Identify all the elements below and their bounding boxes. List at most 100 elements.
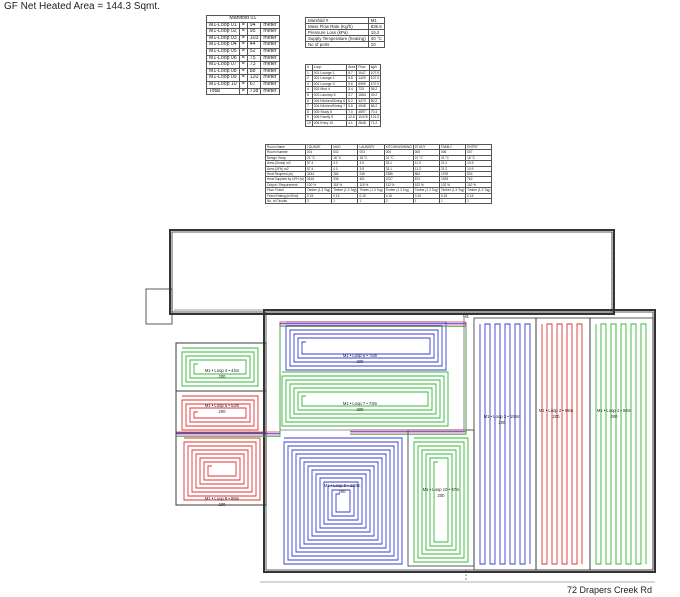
- loop-label: M1 • Loop 1 • 94m: [597, 408, 632, 413]
- table-cell: 121.0: [368, 114, 382, 121]
- loop-spacing-label: 200: [357, 359, 365, 364]
- loop-label: M1 • Loop 10 • 67m: [423, 487, 460, 492]
- loop-pipe: [181, 347, 259, 387]
- loop-label: M1 • Loop 9 • 120m: [324, 483, 361, 488]
- table-cell: 10: [367, 41, 385, 48]
- walls: [145, 229, 656, 583]
- table-cell: 1: [357, 198, 385, 205]
- loop-label: M1 • Loop 4 • 44m: [205, 368, 240, 373]
- manifold-label: M1: [463, 314, 469, 319]
- loop-spacing-label: 200: [219, 409, 227, 414]
- loop-pipe: [541, 323, 583, 565]
- table-cell: 71.2: [368, 119, 382, 127]
- loop-pipe: [479, 323, 531, 565]
- loop-pipe: [413, 437, 469, 563]
- table-cell: LAUNDRY: [357, 143, 385, 151]
- table-cell: 107.0: [368, 80, 382, 88]
- loop-label: M1 • Loop 7 • 73m: [343, 401, 378, 406]
- table-cell: 70.4: [368, 108, 382, 116]
- table-cell: 1047: [356, 69, 370, 77]
- loop-label: M1 • Loop 8 • 88m: [205, 496, 240, 501]
- loop-label: M1 • Loop 3 • 103m: [484, 414, 521, 419]
- loop-spacing-label: 200: [219, 502, 227, 507]
- loop-spacing-label: 200: [499, 420, 507, 425]
- loop-pipe: [285, 321, 447, 371]
- wall: [175, 342, 267, 392]
- wall: [171, 231, 613, 313]
- table-cell: kg/h: [368, 64, 382, 71]
- loop-label: M1 • Loop 2 • 95m: [539, 408, 574, 413]
- table-cell: 8959: [356, 80, 370, 88]
- feeder-pipe: [350, 325, 467, 434]
- table-cell: 1: [465, 198, 493, 205]
- loop-pipe: [183, 437, 261, 501]
- table-cell: Flow: [356, 64, 370, 71]
- table-cell: 107.0: [368, 75, 382, 82]
- table-cell: =: [238, 87, 248, 96]
- loop-label: M1 • Loop 5 • 52m: [205, 403, 240, 408]
- address-label: 72 Drapers Creek Rd: [566, 585, 652, 595]
- loop-spacing-label: 200: [357, 407, 365, 412]
- page-title: GF Net Heated Area = 144.3 Sqmt.: [4, 1, 160, 12]
- table-cell: 4548: [356, 103, 370, 110]
- wall: [265, 311, 654, 571]
- table-cell: 36.2: [368, 86, 382, 93]
- loop-spacing-label: 200: [339, 489, 347, 494]
- table-cell: 4473: [356, 97, 370, 105]
- outer-wall: [169, 229, 615, 315]
- table-cell: 1684: [356, 92, 370, 99]
- table-cell: 86.2: [368, 103, 382, 110]
- wall: [145, 288, 173, 325]
- table-cell: 10476: [356, 114, 370, 121]
- table-cell: 80.2: [368, 97, 382, 105]
- table-cell: meter: [260, 87, 280, 96]
- loop-spacing-label: 200: [611, 414, 619, 419]
- loop-spacing-label: 200: [553, 414, 561, 419]
- loop-pipe: [181, 395, 259, 431]
- wall: [175, 432, 267, 506]
- outer-wall: [263, 309, 656, 573]
- table-cell: Timber (1.3 Tog): [465, 187, 493, 194]
- table-cell: 107.0: [368, 69, 382, 77]
- loop-pipe: [281, 371, 449, 427]
- feeder-pipe: [350, 323, 467, 432]
- table-cell: 2848: [356, 119, 370, 127]
- loop-pipe: [595, 323, 647, 565]
- feeder-pipe: [176, 326, 466, 437]
- table-cell: Timber (1.3 Tog): [357, 187, 385, 194]
- table-cell: 4597: [356, 108, 370, 116]
- loop-spacing-label: 200: [219, 374, 227, 379]
- loop-spacing-label: 200: [438, 493, 446, 498]
- wall: [589, 317, 654, 571]
- loop-label: M1 • Loop 6 • 75m: [343, 353, 378, 358]
- loop-pipe: [283, 437, 403, 565]
- table-cell: 725: [356, 86, 370, 93]
- heating-loops: [176, 321, 647, 565]
